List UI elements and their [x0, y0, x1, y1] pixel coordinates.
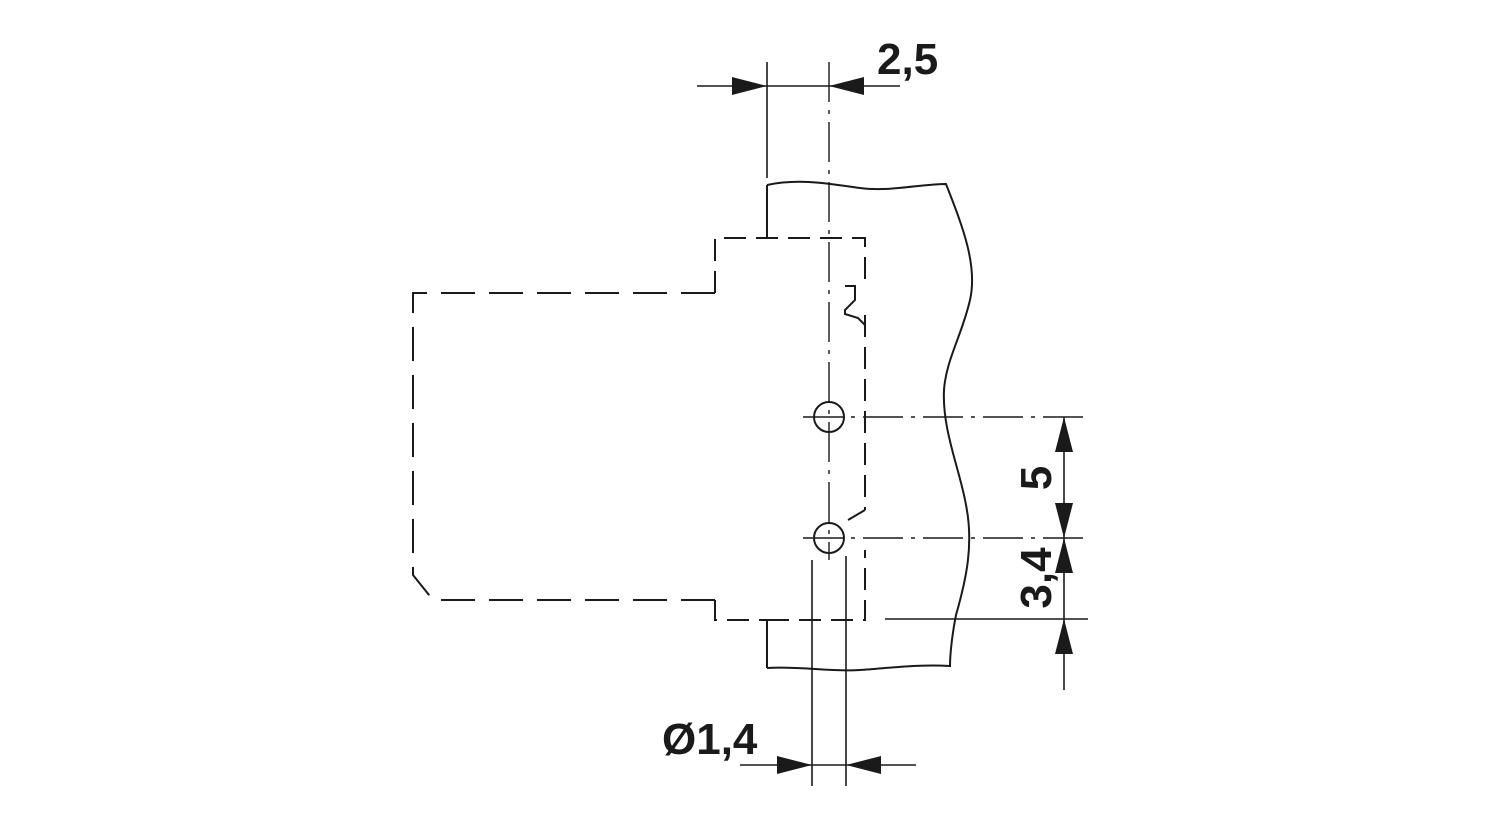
hole-diameter-dimension: Ø1,4: [662, 556, 916, 786]
hole-2: [813, 522, 845, 554]
pitch-label: 2,5: [877, 35, 938, 84]
hole-diameter-label: Ø1,4: [662, 715, 758, 764]
edge-offset-dimension: 3,4: [1012, 538, 1073, 654]
edge-offset-label: 3,4: [1012, 547, 1061, 609]
row-spacing-label: 5: [1012, 466, 1061, 490]
pitch-dimension: 2,5: [697, 35, 938, 178]
board-outline: [766, 180, 974, 672]
component-outline: [412, 237, 866, 621]
hole-1: [813, 401, 845, 433]
